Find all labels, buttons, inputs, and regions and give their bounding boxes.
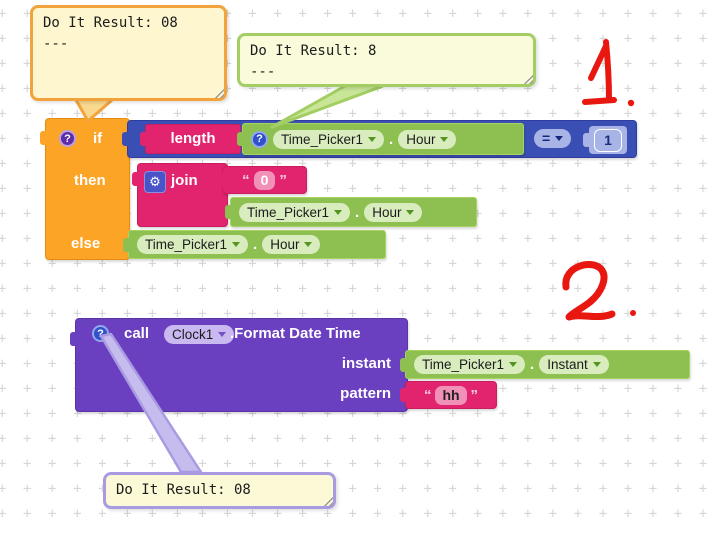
join-block[interactable]: ⚙ join: [132, 163, 228, 227]
open-quote: “: [242, 171, 250, 189]
component-dropdown[interactable]: Clock1: [164, 325, 235, 344]
property-dropdown-label: Hour: [270, 237, 300, 252]
property-dropdown-label: Hour: [406, 131, 436, 147]
property-dropdown[interactable]: Hour: [262, 235, 321, 254]
call-label: call: [124, 325, 150, 342]
chevron-down-icon: [406, 209, 415, 215]
chevron-down-icon: [440, 136, 449, 142]
component-dropdown-label: Time_Picker1: [422, 357, 505, 372]
chevron-down-icon: [368, 136, 377, 142]
component-dropdown[interactable]: Time_Picker1: [239, 202, 351, 222]
number-block[interactable]: 1: [589, 126, 627, 154]
instant-getter[interactable]: Time_Picker1 . Instant: [405, 350, 690, 379]
dot-separator: .: [530, 356, 535, 373]
chevron-down-icon: [232, 242, 241, 247]
help-icon[interactable]: ?: [59, 130, 76, 147]
doit-result-text: Do It Result: 08: [43, 15, 178, 31]
text-block-hh[interactable]: “ hh ”: [405, 381, 497, 409]
doit-result-text: ---: [43, 36, 69, 52]
resize-handle[interactable]: [322, 495, 333, 506]
dot-separator: .: [355, 203, 360, 221]
resize-handle[interactable]: [522, 73, 533, 84]
open-quote: “: [423, 386, 432, 404]
close-quote: ”: [279, 171, 287, 189]
property-dropdown[interactable]: Hour: [398, 129, 457, 149]
dot-separator: .: [389, 130, 394, 148]
component-dropdown-label: Clock1: [172, 327, 214, 342]
doit-result-text: Do It Result: 08: [116, 482, 251, 498]
length-label: length: [170, 130, 216, 147]
close-quote: ”: [470, 386, 479, 404]
property-dropdown[interactable]: Hour: [364, 202, 423, 222]
property-dropdown[interactable]: Instant: [539, 355, 609, 374]
pattern-param-label: pattern: [340, 385, 391, 402]
chevron-down-icon: [218, 332, 227, 337]
else-label: else: [71, 235, 101, 252]
hour-getter-join[interactable]: Time_Picker1 . Hour: [230, 197, 477, 227]
instant-param-label: instant: [341, 355, 391, 372]
number-field[interactable]: 1: [594, 128, 622, 152]
text-field[interactable]: hh: [435, 385, 467, 405]
resize-handle[interactable]: [213, 87, 224, 98]
doit-result-bubble-if[interactable]: Do It Result: 08 ---: [30, 5, 227, 101]
call-clock-block[interactable]: ? call Clock1 .Format Date Time instant …: [70, 318, 408, 412]
dot-separator: .: [253, 236, 258, 253]
if-label: if: [93, 130, 103, 147]
component-dropdown[interactable]: Time_Picker1: [414, 355, 526, 374]
chevron-down-icon: [509, 362, 518, 367]
component-dropdown[interactable]: Time_Picker1: [273, 129, 385, 149]
chevron-down-icon: [334, 209, 343, 215]
component-dropdown[interactable]: Time_Picker1: [137, 235, 249, 254]
equals-block[interactable]: length ? Time_Picker1 . Hour = 1: [127, 120, 637, 158]
then-label: then: [74, 172, 106, 189]
hour-getter-condition[interactable]: ? Time_Picker1 . Hour: [242, 123, 524, 155]
help-icon[interactable]: ?: [251, 130, 268, 148]
chevron-down-icon: [304, 242, 313, 247]
text-field[interactable]: 0: [253, 170, 276, 190]
component-dropdown-label: Time_Picker1: [145, 237, 228, 252]
help-icon[interactable]: ?: [92, 325, 109, 342]
operator-dropdown[interactable]: =: [534, 129, 572, 148]
doit-result-text: Do It Result: 8: [250, 43, 377, 59]
operator-dropdown-label: =: [542, 130, 551, 146]
component-dropdown-label: Time_Picker1: [247, 204, 330, 220]
property-dropdown-label: Hour: [372, 204, 402, 220]
text-block-zero[interactable]: “ 0 ”: [222, 166, 307, 194]
doit-result-text: ---: [250, 64, 276, 80]
join-label: join: [171, 172, 198, 189]
chevron-down-icon: [555, 136, 564, 141]
chevron-down-icon: [592, 362, 601, 367]
doit-result-bubble-clock[interactable]: Do It Result: 08: [103, 472, 336, 509]
if-block[interactable]: ? if then else: [40, 118, 130, 260]
hour-getter-else[interactable]: Time_Picker1 . Hour: [128, 230, 386, 259]
gear-icon[interactable]: ⚙: [144, 171, 166, 193]
method-label: .Format Date Time: [230, 325, 361, 342]
component-dropdown-label: Time_Picker1: [281, 131, 364, 147]
doit-result-bubble-length[interactable]: Do It Result: 8 ---: [237, 33, 536, 87]
length-block[interactable]: length: [145, 124, 241, 154]
property-dropdown-label: Instant: [547, 357, 588, 372]
